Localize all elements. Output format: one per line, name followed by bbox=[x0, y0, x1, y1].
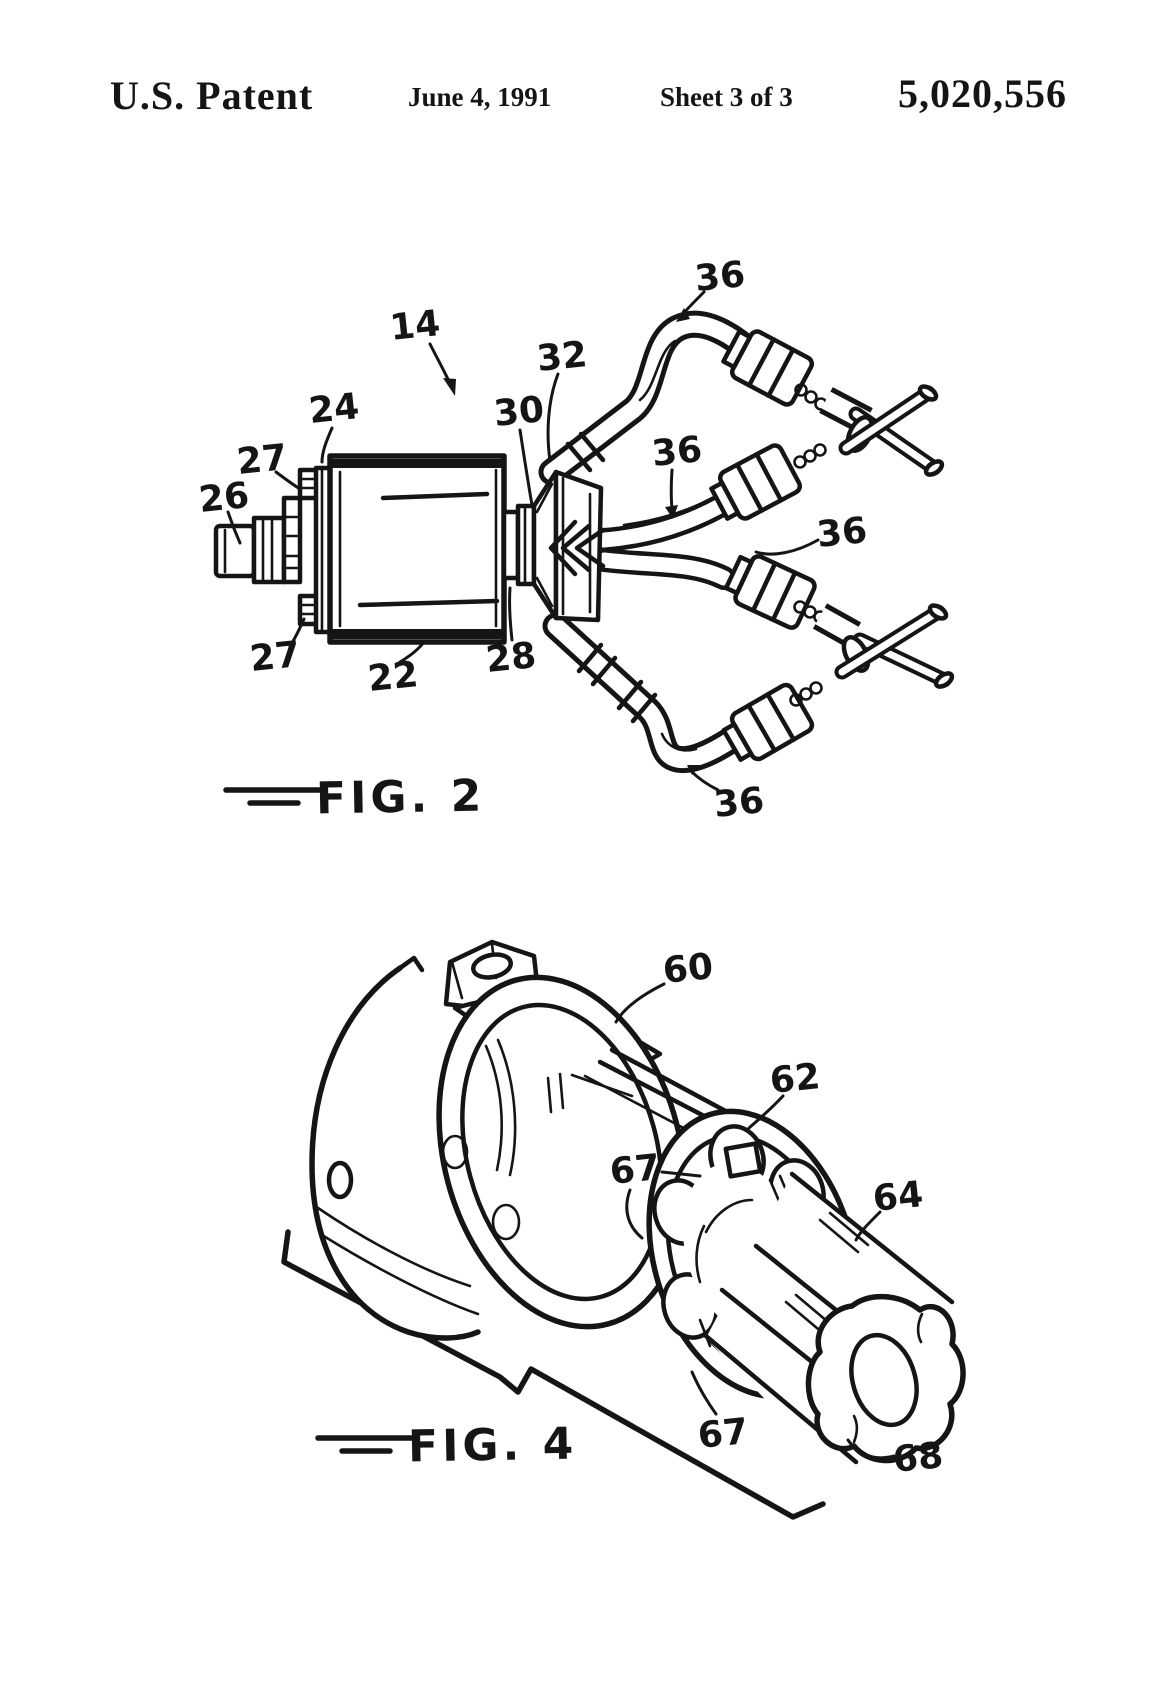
hex-nut bbox=[721, 329, 815, 407]
patent-title: U.S. Patent bbox=[110, 73, 314, 118]
fig2-caption: FIG. 2 bbox=[315, 770, 486, 825]
sheet-indicator: Sheet 3 of 3 bbox=[660, 82, 793, 112]
chevron-fitting-32 bbox=[548, 519, 606, 577]
flange-plate bbox=[313, 465, 333, 635]
break-line bbox=[281, 1229, 826, 1520]
fig4-caption-dashes bbox=[315, 1435, 415, 1454]
fig4-leaders bbox=[614, 982, 896, 1460]
upper-injector-pipes bbox=[819, 384, 945, 477]
fig4-caption: FIG. 4 bbox=[407, 1418, 578, 1473]
solenoid-body-22 bbox=[327, 453, 507, 645]
fig2-leaders bbox=[226, 290, 820, 792]
housing-60 bbox=[309, 939, 688, 1341]
figure-2-drawing bbox=[213, 290, 955, 806]
patent-date: June 4, 1991 bbox=[408, 82, 552, 112]
hex-nut bbox=[723, 554, 817, 630]
fig2-caption-dashes bbox=[223, 787, 323, 806]
hex-nut bbox=[709, 443, 803, 521]
stack-nut-24 bbox=[281, 495, 303, 585]
fluted-plunger-64 bbox=[703, 1171, 966, 1465]
lower-injector-pipes bbox=[812, 603, 955, 689]
patent-number: 5,020,556 bbox=[898, 71, 1067, 116]
connector-26 bbox=[213, 515, 287, 585]
figure-4-drawing bbox=[281, 939, 966, 1520]
